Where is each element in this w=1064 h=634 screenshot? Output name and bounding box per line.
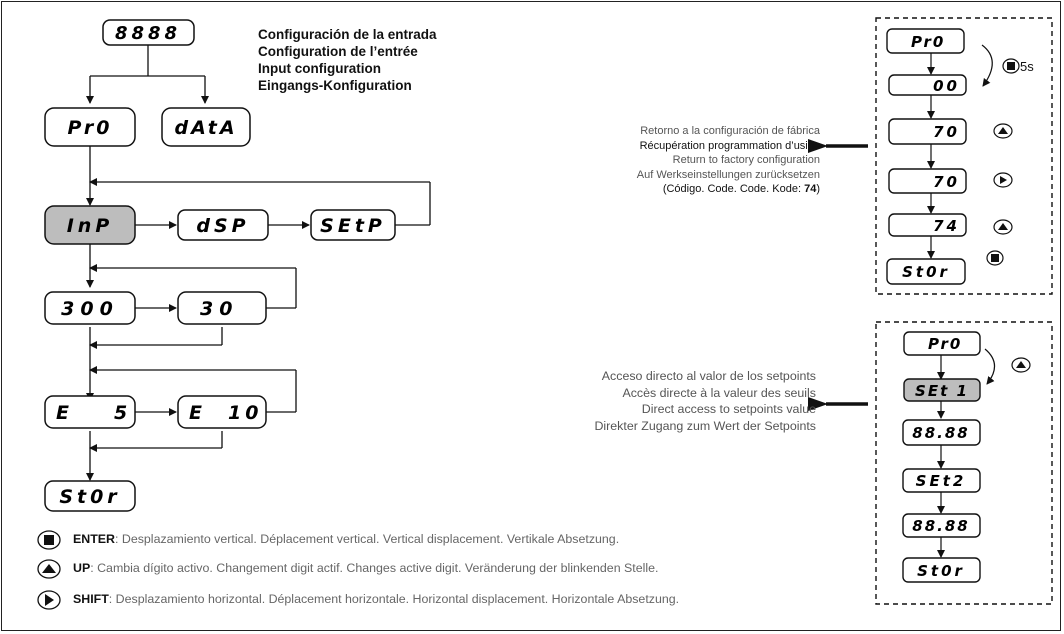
display-text: 70 (933, 173, 960, 191)
factory-display-stor: St0r (886, 258, 966, 285)
factory-desc-en: Return to factory configuration (672, 154, 820, 166)
header-title-block: Configuración de la entrada Configuratio… (258, 26, 437, 94)
display-text: St0r (902, 263, 950, 281)
factory-code-close: ) (816, 183, 820, 195)
title-es: Configuración de la entrada (258, 27, 437, 42)
factory-flow-connectors (927, 44, 993, 259)
setpoint-desc-es: Acceso directo al valor de los setpoints (601, 369, 816, 383)
display-box-300: 300 (44, 291, 136, 325)
display-text: 5 (114, 402, 127, 424)
display-text: E (189, 402, 202, 424)
stop-square-icon (37, 530, 61, 550)
factory-desc-es: Retorno a la configuración de fábrica (640, 125, 820, 137)
display-text: 10 (228, 402, 262, 424)
display-text: St0r (59, 486, 120, 508)
title-fr: Configuration de l’entrée (258, 44, 418, 59)
setpoint-desc-de: Direkter Zugang zum Wert der Setpoints (594, 418, 816, 433)
factory-reset-panel-border (875, 17, 1053, 295)
up-triangle-icon (37, 559, 61, 579)
setpoint-desc-fr: Accès directe à la valeur des seuils (622, 385, 816, 400)
display-text: Pr0 (911, 33, 945, 51)
factory-desc-fr: Récupération programmation d’usine (639, 139, 820, 152)
display-text: SEt 1 (915, 382, 969, 400)
factory-display-74: 74 (888, 213, 967, 237)
factory-code-value: 74 (804, 183, 817, 195)
display-box-8888: 8888 (102, 19, 195, 46)
up-triangle-icon (1011, 357, 1031, 373)
setpoint-display-set2: SEt2 (902, 468, 981, 493)
display-box-inp: InP (44, 205, 136, 245)
display-box-data: dAtA (161, 107, 251, 147)
display-text: SEt2 (916, 472, 967, 490)
display-box-30: 30 (177, 291, 267, 325)
right-triangle-icon (993, 172, 1013, 188)
legend-shift-key: SHIFT (73, 592, 109, 606)
display-box-pro: Pr0 (44, 107, 136, 147)
display-box-e5: E 5 (44, 395, 136, 429)
factory-reset-description: Retorno a la configuración de fábrica Ré… (560, 124, 820, 197)
display-text: Pr0 (68, 117, 113, 139)
display-box-dsp: dSP (177, 209, 269, 241)
legend-enter-text: : Desplazamiento vertical. Déplacement v… (115, 532, 620, 546)
legend-up-key: UP (73, 561, 91, 575)
hold-time-label: 5s (1020, 59, 1034, 74)
display-text: St0r (917, 562, 965, 580)
factory-display-00: 00 (888, 74, 967, 96)
factory-display-70b: 70 (888, 168, 967, 194)
display-text: 300 (61, 298, 119, 320)
legend-up-text: : Cambia dígito activo. Changement digit… (90, 561, 659, 575)
display-text: 88.88 (912, 517, 969, 535)
title-de: Eingangs-Konfiguration (258, 78, 412, 93)
setpoint-display-stor: St0r (902, 557, 981, 583)
display-text: dAtA (174, 117, 237, 139)
display-box-stor: St0r (44, 480, 136, 512)
legend-enter-key: ENTER (73, 532, 115, 546)
setpoint-flow-connectors (937, 348, 996, 558)
title-en: Input configuration (258, 61, 381, 76)
up-triangle-icon (993, 123, 1013, 139)
display-text: 74 (933, 217, 960, 235)
legend-enter: ENTER: Desplazamiento vertical. Déplacem… (73, 532, 619, 546)
display-text: 00 (933, 77, 960, 95)
display-box-setp: SEtP (310, 209, 396, 241)
legend-up: UP: Cambia dígito activo. Changement dig… (73, 561, 658, 575)
factory-display-70a: 70 (888, 118, 967, 145)
factory-code-line: (Código. Code. Code. Kode: 74) (560, 182, 820, 197)
display-text: 8888 (115, 23, 181, 44)
main-flow-connectors (86, 45, 431, 481)
display-text: dSP (196, 215, 249, 237)
setpoint-access-description: Acceso directo al valor de los setpoints… (480, 368, 816, 434)
factory-display-pro: Pr0 (886, 28, 965, 54)
setpoint-display-pro: Pr0 (903, 331, 981, 356)
right-triangle-icon (37, 590, 61, 610)
setpoint-display-value2: 88.88 (902, 513, 981, 538)
setpoint-display-value1: 88.88 (902, 419, 981, 446)
display-text: Pr0 (928, 335, 962, 353)
display-text: InP (67, 215, 114, 237)
display-text: 70 (933, 123, 960, 141)
legend-shift-text: : Desplazamiento horizontal. Déplacement… (108, 592, 680, 606)
setpoint-desc-en: Direct access to setpoints value (641, 402, 816, 416)
display-text: E (56, 402, 69, 424)
display-text: 30 (200, 298, 238, 320)
setpoint-display-set1: SEt 1 (903, 378, 981, 402)
factory-desc-de: Auf Werkseinstellungen zurücksetzen (636, 168, 820, 181)
up-triangle-icon (993, 219, 1013, 235)
legend-shift: SHIFT: Desplazamiento horizontal. Déplac… (73, 592, 679, 606)
factory-code-text: (Código. Code. Code. Kode: (662, 183, 805, 195)
display-text: SEtP (320, 215, 386, 237)
stop-square-icon (1002, 58, 1020, 74)
display-box-e10: E 10 (177, 395, 267, 429)
display-text: 88.88 (912, 424, 969, 442)
setpoint-access-panel-border (875, 321, 1053, 605)
stop-square-icon (986, 250, 1004, 266)
